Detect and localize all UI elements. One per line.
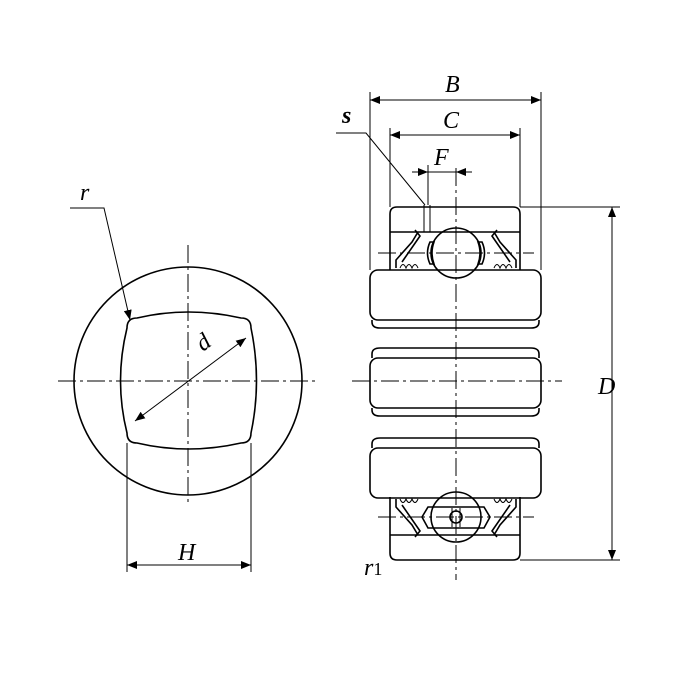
r-label: r (80, 180, 90, 206)
r1-label: r1 (364, 555, 382, 581)
r-leader (70, 207, 132, 321)
c-label: C (443, 108, 460, 134)
d-outer-label: D (597, 374, 615, 400)
h-label: H (177, 540, 197, 566)
square-bore (119, 311, 258, 450)
d-dimension-line (134, 337, 247, 422)
s-label: s (341, 103, 351, 129)
d-label: d (191, 328, 217, 357)
outer-ring-top (389, 206, 521, 270)
section-view: B C F s D r1 (336, 72, 620, 581)
seal-left-top (395, 229, 422, 268)
seal-right-top (490, 229, 517, 268)
front-view: d r H (58, 180, 318, 572)
cage-top (426, 241, 486, 265)
f-label: F (433, 145, 449, 171)
s-leader (336, 132, 426, 206)
seal-left-bottom (395, 499, 422, 538)
seal-right-bottom (490, 499, 517, 538)
b-label: B (445, 72, 460, 98)
outer-ring-bottom (389, 497, 521, 561)
